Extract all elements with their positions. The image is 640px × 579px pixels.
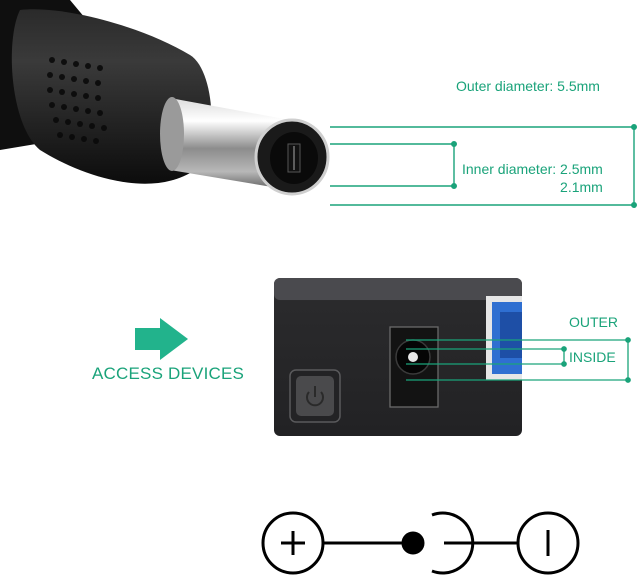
usb-port <box>486 296 522 380</box>
dc-jack <box>389 326 439 408</box>
power-button <box>289 369 341 423</box>
access-devices-label: ACCESS DEVICES <box>92 364 245 383</box>
polarity-diagram <box>261 511 580 575</box>
plug-dimension-lines <box>330 123 638 208</box>
inner-diameter-line2: 2.1mm <box>560 179 603 195</box>
inner-diameter-line1: Inner diameter: 2.5mm <box>462 161 603 177</box>
outer-label: OUTER <box>569 314 618 330</box>
inside-label: INSIDE <box>569 349 616 365</box>
barrel-base <box>160 97 184 171</box>
right-arrow-icon <box>135 318 188 360</box>
dc-plug <box>0 0 330 196</box>
polarity-marks <box>281 530 550 556</box>
power-icon <box>306 386 324 407</box>
device-panel <box>274 278 522 436</box>
grip-texture <box>47 57 107 144</box>
outer-diameter-label: Outer diameter: 5.5mm <box>456 78 600 94</box>
inner-diameter-label: Inner diameter: 2.5mm 2.1mm <box>462 160 603 196</box>
jack-dimension-lines <box>406 337 631 383</box>
